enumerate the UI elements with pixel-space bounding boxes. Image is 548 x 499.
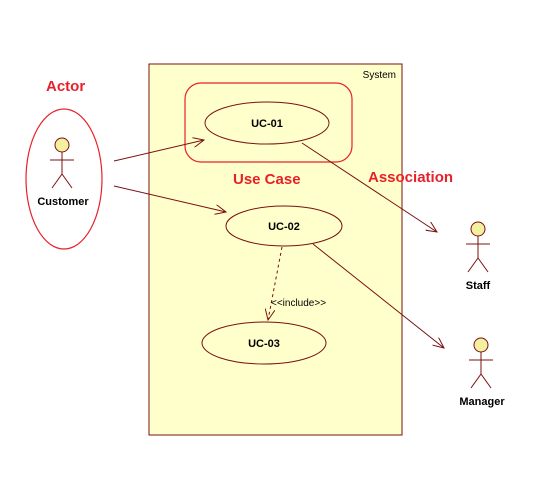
association-customer-uc01[interactable] <box>113 140 204 162</box>
association-uc02-manager[interactable] <box>312 243 444 348</box>
callout-use-case: Use Case <box>233 171 301 188</box>
use-case-uc02[interactable]: UC-02 <box>225 205 343 247</box>
actor-customer-label: Customer <box>37 196 89 208</box>
use-case-uc03-label: UC-03 <box>248 338 280 350</box>
use-case-highlight <box>184 82 353 163</box>
actor-staff-label: Staff <box>466 280 491 292</box>
include-label: <<include>> <box>271 298 326 309</box>
system-label: System <box>363 70 396 81</box>
use-case-uc03[interactable]: UC-03 <box>201 321 327 365</box>
actor-highlight <box>25 108 103 250</box>
callout-actor: Actor <box>46 78 85 95</box>
actor-staff-icon[interactable] <box>466 221 490 273</box>
association-customer-uc02[interactable] <box>113 185 226 212</box>
association-uc01-staff[interactable] <box>301 142 437 232</box>
actor-manager-label: Manager <box>459 396 505 408</box>
callout-association: Association <box>368 169 453 186</box>
use-case-uc02-label: UC-02 <box>268 221 300 233</box>
actor-manager-icon[interactable] <box>469 337 493 389</box>
actor-customer-icon[interactable] <box>50 137 74 189</box>
include-dependency[interactable] <box>268 246 283 320</box>
use-case-uc01[interactable]: UC-01 <box>204 101 330 145</box>
use-case-uc01-label: UC-01 <box>251 118 283 130</box>
